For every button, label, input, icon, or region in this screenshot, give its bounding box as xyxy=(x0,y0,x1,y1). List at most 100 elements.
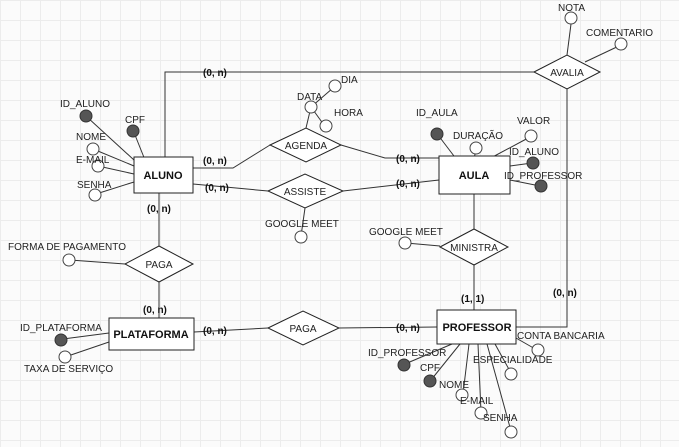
attr-aluno-senha-circle[interactable] xyxy=(88,188,102,202)
attr-plataforma-id-label: ID_PLATAFORMA xyxy=(20,323,102,334)
attr-avalia-comentario-label: COMENTARIO xyxy=(586,28,653,39)
attr-prof-id-label: ID_PROFESSOR xyxy=(368,348,446,359)
relationship-paga-aluno-label: PAGA xyxy=(145,260,172,271)
line-aluno-id xyxy=(86,116,135,161)
entity-plataforma[interactable]: PLATAFORMA xyxy=(108,317,195,351)
attr-plataforma-taxa-circle[interactable] xyxy=(58,350,72,364)
relationship-assiste[interactable]: ASSISTE xyxy=(266,173,345,209)
line-ministra-meet xyxy=(405,242,441,247)
line-assiste-aula xyxy=(342,179,440,192)
card-aluno-avalia: (0, n) xyxy=(203,68,227,79)
attr-aula-valor-label: VALOR xyxy=(517,116,550,127)
attr-aluno-cpf-circle[interactable] xyxy=(126,124,140,138)
attr-aluno-id-key-circle[interactable] xyxy=(79,109,93,123)
attr-aluno-nome-circle[interactable] xyxy=(86,142,100,156)
line-paga2-professor xyxy=(338,326,438,329)
attr-plataforma-taxa-label: TAXA DE SERVIÇO xyxy=(24,364,113,375)
attr-aluno-email-circle[interactable] xyxy=(91,159,105,173)
attr-avalia-nota-label: NOTA xyxy=(558,3,585,14)
entity-aula-label: AULA xyxy=(459,170,490,182)
attr-agenda-data-circle[interactable] xyxy=(304,100,318,114)
relationship-avalia-label: AVALIA xyxy=(550,68,584,79)
line-aluno-avalia xyxy=(164,71,534,160)
attr-plataforma-id-key-circle[interactable] xyxy=(54,333,68,347)
card-aula-agenda: (0, n) xyxy=(396,154,420,165)
line-plataforma-paga2 xyxy=(193,327,269,333)
attr-agenda-hora-label: HORA xyxy=(334,108,363,119)
entity-plataforma-label: PLATAFORMA xyxy=(113,329,188,341)
attr-prof-id-key-circle[interactable] xyxy=(397,358,411,372)
attr-aluno-senha-label: SENHA xyxy=(77,180,112,191)
card-professor-ministra: (1, 1) xyxy=(461,294,484,305)
connection-lines xyxy=(62,23,622,432)
attribute-labels: NOTA COMENTARIO DATA DIA HORA ID_ALUNO C… xyxy=(8,3,653,424)
attr-prof-nome-label: NOME xyxy=(439,380,469,391)
attr-prof-cpf-label: CPF xyxy=(420,363,440,374)
attr-prof-conta-label: CONTA BANCARIA xyxy=(517,331,605,342)
attr-prof-email-label: E-MAIL xyxy=(460,396,494,407)
attr-prof-email-circle[interactable] xyxy=(474,406,488,420)
relationship-ministra[interactable]: MINISTRA xyxy=(438,228,510,266)
attr-ministra-meet-circle[interactable] xyxy=(398,236,412,250)
attr-aula-duracao-circle[interactable] xyxy=(469,141,483,155)
relationship-agenda[interactable]: AGENDA xyxy=(268,127,343,163)
line-paga-forma xyxy=(69,259,126,265)
attr-aula-id-key-circle[interactable] xyxy=(430,127,444,141)
attr-agenda-hora-circle[interactable] xyxy=(319,119,333,133)
entity-professor-label: PROFESSOR xyxy=(442,322,511,334)
attr-paga-forma-circle[interactable] xyxy=(62,253,76,267)
attr-aluno-id-label: ID_ALUNO xyxy=(60,99,110,110)
line-aluno-nome xyxy=(92,148,135,167)
card-aluno-assiste: (0, n) xyxy=(205,183,229,194)
relationship-paga-plataforma-label: PAGA xyxy=(289,324,316,335)
attr-avalia-nota-circle[interactable] xyxy=(564,11,578,25)
attr-prof-conta-circle[interactable] xyxy=(531,343,545,357)
attr-aula-id-professor-circle[interactable] xyxy=(534,179,548,193)
relationship-assiste-label: ASSISTE xyxy=(284,187,327,198)
attr-aluno-nome-label: NOME xyxy=(76,132,106,143)
cardinality-labels: (0, n) (0, n) (0, n) (0, n) (0, n) (0, n… xyxy=(143,68,577,337)
line-prof-senha xyxy=(486,343,512,432)
entity-aula[interactable]: AULA xyxy=(438,155,511,195)
line-plataforma-id xyxy=(62,332,110,340)
line-avalia-nota xyxy=(566,23,572,56)
line-prof-id xyxy=(404,343,453,365)
card-plataforma-paga: (0, n) xyxy=(203,326,227,337)
card-plataforma-paga-top: (0, n) xyxy=(143,305,167,316)
relationship-paga-plataforma[interactable]: PAGA xyxy=(266,310,341,346)
attr-aluno-email-label: E-MAIL xyxy=(76,155,110,166)
relationship-avalia[interactable]: AVALIA xyxy=(532,54,602,90)
line-prof-nome xyxy=(462,343,470,395)
attr-aula-id-aluno-label: ID_ALUNO xyxy=(509,147,559,158)
entity-professor[interactable]: PROFESSOR xyxy=(436,309,517,345)
relationship-paga-aluno[interactable]: PAGA xyxy=(123,245,195,283)
line-agenda-aula xyxy=(340,144,439,159)
attr-assiste-meet-label: GOOGLE MEET xyxy=(265,219,339,230)
relationship-ministra-label: MINISTRA xyxy=(450,243,498,254)
attr-prof-especialidade-label: ESPECIALIDADE xyxy=(473,355,553,366)
attr-assiste-meet-circle[interactable] xyxy=(294,230,308,244)
attr-ministra-meet-label: GOOGLE MEET xyxy=(369,227,443,238)
entity-aluno[interactable]: ALUNO xyxy=(133,156,194,194)
line-aluno-senha xyxy=(95,181,135,195)
attr-aula-id-aluno-circle[interactable] xyxy=(526,156,540,170)
attr-prof-senha-label: SENHA xyxy=(483,413,518,424)
line-aluno-assiste xyxy=(192,183,269,192)
attr-avalia-comentario-circle[interactable] xyxy=(614,37,628,51)
attr-agenda-dia-label: DIA xyxy=(341,75,358,86)
attr-aula-valor-circle[interactable] xyxy=(524,129,538,143)
attr-prof-nome-circle[interactable] xyxy=(455,388,469,402)
attr-prof-especialidade-circle[interactable] xyxy=(504,367,518,381)
attr-prof-cpf-circle[interactable] xyxy=(423,374,437,388)
attr-prof-senha-circle[interactable] xyxy=(504,425,518,439)
card-professor-paga: (0, n) xyxy=(396,323,420,334)
card-aluno-paga: (0, n) xyxy=(147,204,171,215)
line-prof-email xyxy=(477,343,482,413)
attr-agenda-dia-circle[interactable] xyxy=(328,79,342,93)
card-aula-assiste: (0, n) xyxy=(396,179,420,190)
attr-paga-forma-label: FORMA DE PAGAMENTO xyxy=(8,242,126,253)
line-avalia-professor xyxy=(516,89,568,328)
relationship-agenda-label: AGENDA xyxy=(285,141,328,152)
